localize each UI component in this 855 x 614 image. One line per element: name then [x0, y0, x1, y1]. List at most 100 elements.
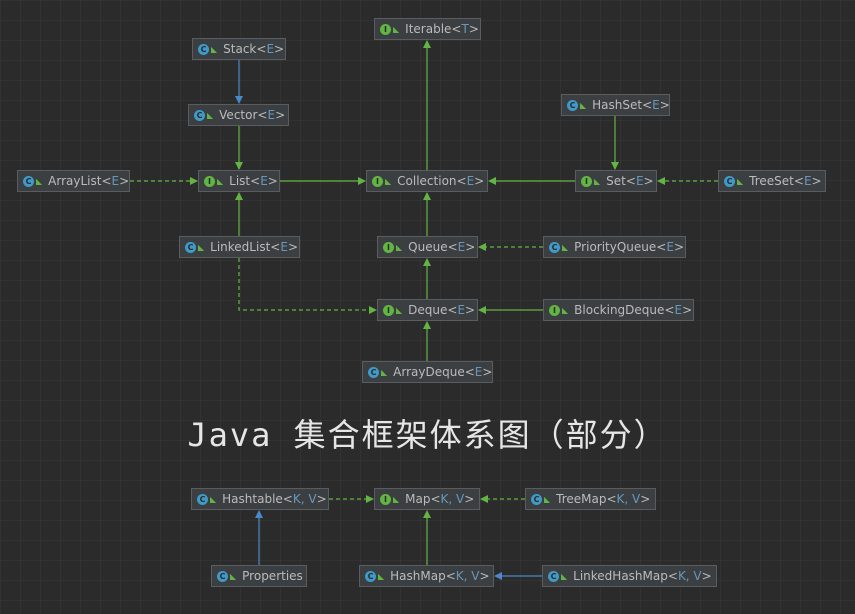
interface-icon: I: [549, 304, 560, 316]
interface-icon: I: [380, 23, 391, 35]
class-icon: C: [567, 99, 578, 111]
node-properties[interactable]: C◣ Properties: [211, 565, 307, 587]
node-label: LinkedHashMap: [573, 569, 668, 583]
node-type-params: <E>: [664, 303, 693, 317]
class-icon: C: [194, 109, 205, 121]
node-vector[interactable]: C◣ Vector<E>: [188, 104, 289, 126]
node-label: Stack: [223, 42, 257, 56]
class-icon: C: [23, 175, 34, 187]
visibility-icon: ◣: [737, 176, 744, 186]
edge-linkedlist-to-deque: [238, 258, 377, 314]
node-type-params: <E>: [257, 108, 286, 122]
class-icon: C: [197, 493, 208, 505]
interface-icon: I: [380, 493, 391, 505]
node-type-params: <E>: [101, 174, 130, 188]
node-label: Deque: [408, 303, 448, 317]
visibility-icon: ◣: [230, 571, 237, 581]
node-arraydeque[interactable]: C◣ArrayDeque<E>: [362, 361, 493, 383]
node-label: HashSet: [592, 98, 643, 112]
visibility-icon: ◣: [580, 100, 587, 110]
node-type-params: <T>: [451, 22, 479, 36]
node-label: PriorityQueue: [574, 240, 657, 254]
visibility-icon: ◣: [385, 176, 392, 186]
node-queue[interactable]: I◣ Queue<E>: [377, 236, 478, 258]
diagram-title: Java 集合框架体系图（部分）: [187, 416, 668, 454]
node-label: Properties: [242, 569, 303, 583]
node-iterable[interactable]: I◣Iterable<T>: [374, 18, 481, 40]
node-label: TreeMap: [556, 492, 607, 506]
visibility-icon: ◣: [36, 176, 43, 186]
visibility-icon: ◣: [211, 44, 218, 54]
node-type-params: <K, V>: [282, 492, 327, 506]
interface-icon: I: [204, 175, 215, 187]
node-type-params: <E>: [250, 174, 278, 188]
node-type-params: <K, V>: [430, 492, 475, 506]
node-stack[interactable]: C◣ Stack<E>: [192, 38, 286, 60]
visibility-icon: ◣: [562, 242, 569, 252]
node-type-params: <E>: [256, 42, 285, 56]
node-label: TreeSet: [749, 174, 794, 188]
node-treeset[interactable]: C◣ TreeSet<E>: [718, 170, 826, 192]
node-type-params: <E>: [642, 98, 670, 112]
visibility-icon: ◣: [562, 305, 569, 315]
class-icon: C: [549, 241, 560, 253]
node-arraylist[interactable]: C◣ ArrayList<E>: [17, 170, 130, 192]
node-type-params: <K, V>: [667, 569, 712, 583]
node-label: Set: [606, 174, 626, 188]
node-label: Vector: [219, 108, 258, 122]
visibility-icon: ◣: [396, 305, 403, 315]
node-collection[interactable]: I◣ Collection<E>: [366, 170, 488, 192]
node-priorityqueue[interactable]: C◣ PriorityQueue<E>: [543, 236, 686, 258]
node-label: HashMap: [390, 569, 446, 583]
class-icon: C: [185, 241, 196, 253]
interface-icon: I: [372, 175, 383, 187]
node-type-params: <E>: [447, 303, 476, 317]
visibility-icon: ◣: [594, 176, 601, 186]
node-label: Collection: [397, 174, 457, 188]
node-blockingdeque[interactable]: I◣ BlockingDeque<E>: [543, 299, 694, 321]
node-label: BlockingDeque: [574, 303, 665, 317]
node-map[interactable]: I◣ Map<K, V>: [374, 488, 480, 510]
visibility-icon: ◣: [544, 494, 551, 504]
class-icon: C: [548, 570, 559, 582]
node-label: Hashtable: [222, 492, 283, 506]
node-list[interactable]: I◣List<E>: [198, 170, 280, 192]
node-label: Map: [405, 492, 431, 506]
node-type-params: <E>: [793, 174, 822, 188]
node-hashtable[interactable]: C◣Hashtable<K, V>: [191, 488, 329, 510]
class-icon: C: [531, 493, 542, 505]
visibility-icon: ◣: [198, 242, 205, 252]
node-set[interactable]: I◣Set<E>: [575, 170, 657, 192]
node-linkedlist[interactable]: C◣LinkedList<E>: [179, 236, 300, 258]
node-hashset[interactable]: C◣ HashSet<E>: [561, 94, 670, 116]
node-label: Iterable: [405, 22, 452, 36]
node-type-params: <E>: [464, 365, 493, 379]
node-type-params: <E>: [270, 240, 298, 254]
visibility-icon: ◣: [393, 494, 400, 504]
interface-icon: I: [383, 304, 394, 316]
visibility-icon: ◣: [378, 571, 385, 581]
visibility-icon: ◣: [561, 571, 568, 581]
visibility-icon: ◣: [396, 242, 403, 252]
interface-icon: I: [383, 241, 394, 253]
node-hashmap[interactable]: C◣ HashMap<K, V>: [359, 565, 494, 587]
interface-icon: I: [581, 175, 592, 187]
node-label: ArrayList: [48, 174, 102, 188]
node-type-params: <E>: [456, 174, 485, 188]
visibility-icon: ◣: [381, 367, 388, 377]
node-treemap[interactable]: C◣ TreeMap<K, V>: [525, 488, 656, 510]
node-linkedhashmap[interactable]: C◣ LinkedHashMap<K, V>: [542, 565, 717, 587]
class-icon: C: [724, 175, 735, 187]
node-deque[interactable]: I◣ Deque<E>: [377, 299, 478, 321]
visibility-icon: ◣: [207, 110, 214, 120]
node-type-params: <K, V>: [445, 569, 490, 583]
class-icon: C: [198, 43, 209, 55]
class-icon: C: [365, 570, 376, 582]
node-label: List: [229, 174, 251, 188]
node-label: Queue: [408, 240, 448, 254]
node-type-params: <K, V>: [606, 492, 651, 506]
node-type-params: <E>: [656, 240, 685, 254]
node-type-params: <E>: [447, 240, 476, 254]
class-icon: C: [217, 570, 228, 582]
